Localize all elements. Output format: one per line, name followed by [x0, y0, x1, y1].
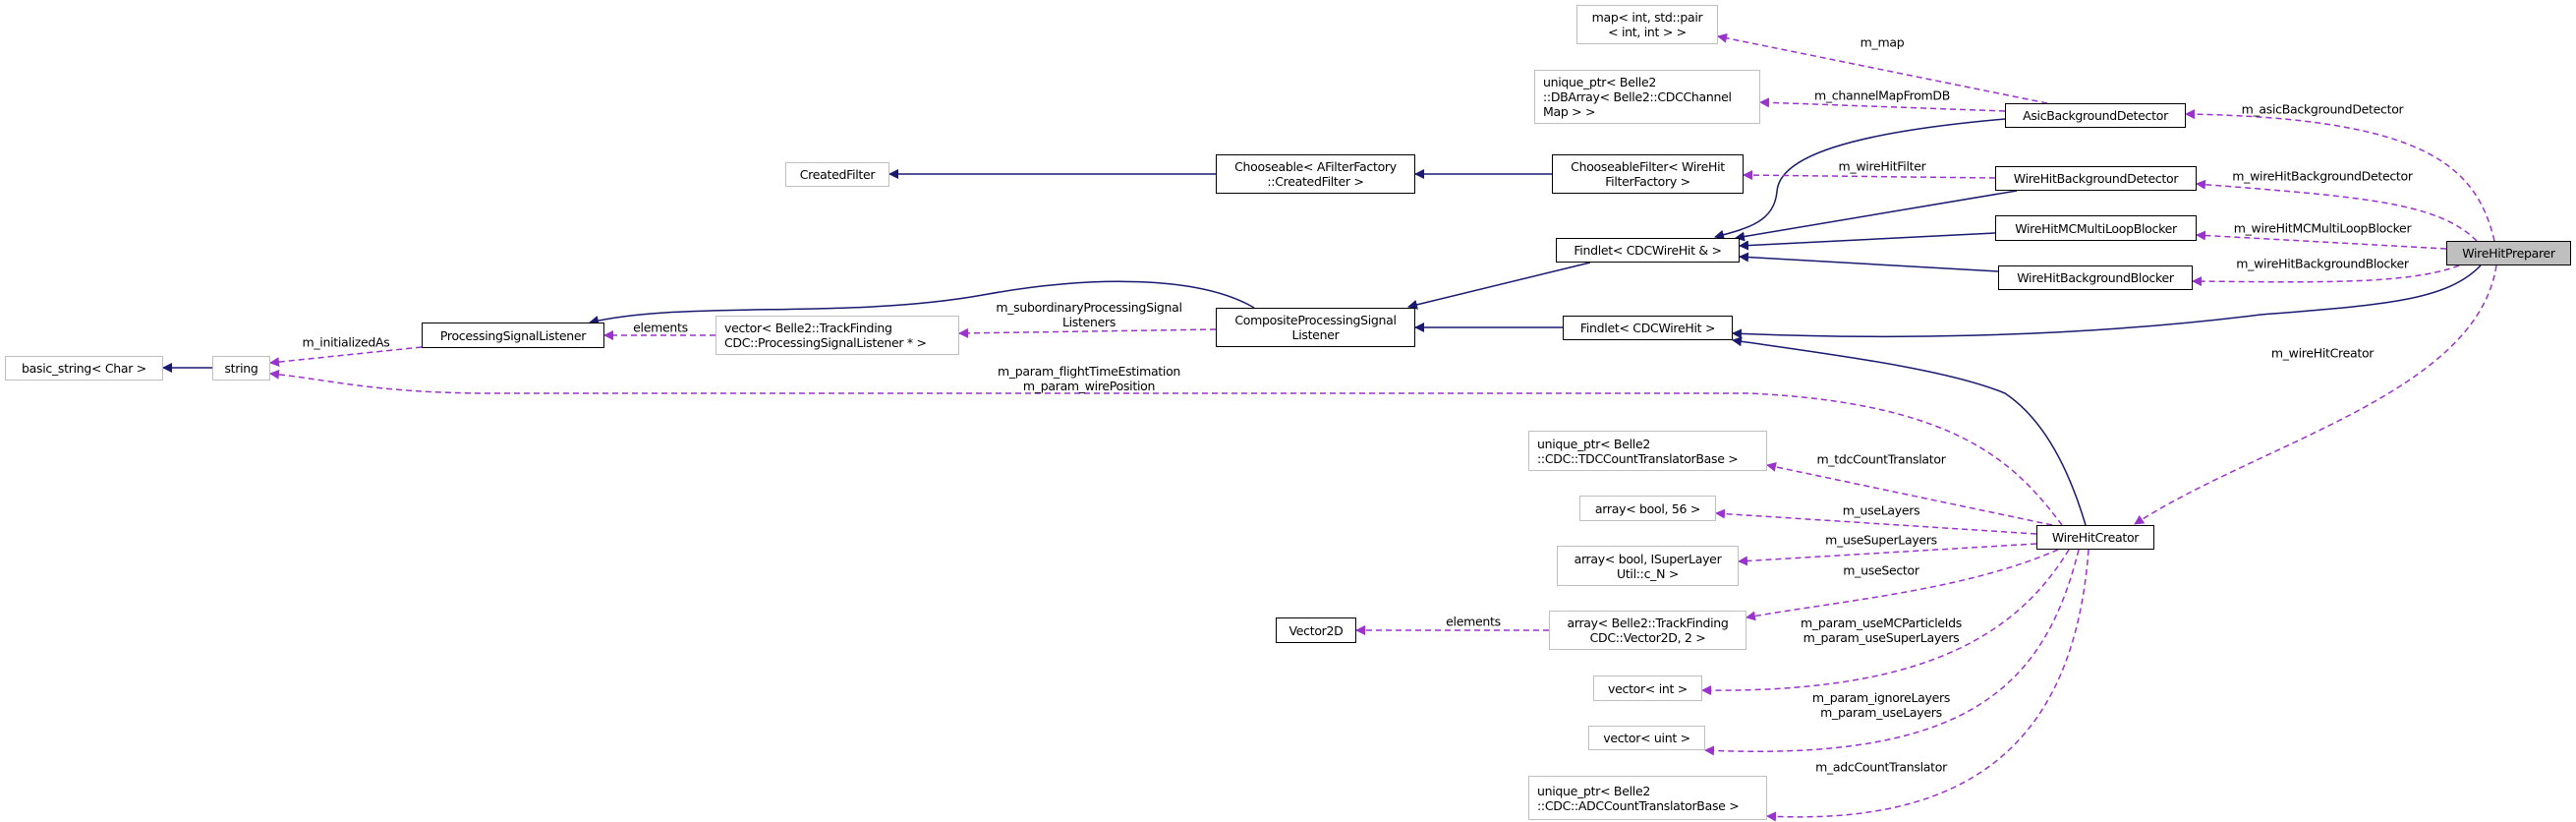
edge-preparer-mcmulti: [2196, 230, 2447, 250]
node-composite-processing-signal-listener[interactable]: CompositeProcessingSignal Listener: [1216, 308, 1415, 347]
edge-creator-vectoruint: [1704, 549, 2080, 756]
label-m-use-layers: m_useLayers: [1842, 502, 1920, 518]
node-wirehit-mc-multiloop-blocker[interactable]: WireHitMCMultiLoopBlocker: [1995, 215, 2197, 241]
edge-preparer-asic: [2185, 109, 2495, 242]
label-m-wirehit-mc-multiloop-blocker: m_wireHitMCMultiLoopBlocker: [2233, 220, 2412, 236]
label-m-wirehit-background-blocker: m_wireHitBackgroundBlocker: [2236, 256, 2409, 271]
node-asic-background-detector[interactable]: AsicBackgroundDetector: [2005, 103, 2186, 128]
edge-creator-string: [269, 369, 2063, 526]
node-wirehit-creator[interactable]: WireHitCreator: [2036, 525, 2154, 550]
label-m-initialized-as: m_initializedAs: [302, 334, 390, 350]
edge-findletref-composite: [1407, 262, 1591, 310]
node-vector-uint[interactable]: vector< uint >: [1588, 726, 1705, 750]
label-m-param-ignore-layers: m_param_ignoreLayers m_param_useLayers: [1811, 690, 1951, 720]
label-m-wirehit-background-detector: m_wireHitBackgroundDetector: [2232, 168, 2413, 184]
node-db-array[interactable]: unique_ptr< Belle2 ::DBArray< Belle2::CD…: [1534, 70, 1760, 124]
edge-composite-psl: [589, 280, 1255, 325]
edge-asic-map: [1717, 32, 2048, 104]
edge-creator-adc: [1766, 549, 2089, 822]
edge-preparer-findlet: [1732, 264, 2482, 339]
node-vector2d[interactable]: Vector2D: [1276, 617, 1356, 643]
label-elements-vector2d: elements: [1446, 614, 1501, 629]
edge-composite-vectorpsl: [958, 327, 1217, 338]
edge-creator-findlet: [1732, 336, 2087, 526]
label-m-map: m_map: [1860, 34, 1905, 50]
label-m-channel-map-from-db: m_channelMapFromDB: [1813, 88, 1951, 103]
node-created-filter[interactable]: CreatedFilter: [785, 162, 889, 187]
edge-preparer-bgblocker: [2192, 264, 2460, 287]
label-m-asic-background-detector: m_asicBackgroundDetector: [2241, 101, 2404, 117]
node-basic-string[interactable]: basic_string< Char >: [5, 356, 163, 381]
label-m-wirehit-creator: m_wireHitCreator: [2270, 345, 2375, 361]
edge-bgdetector-findletref: [1735, 190, 2018, 242]
label-elements-psl: elements: [633, 320, 688, 335]
node-adc-count-translator[interactable]: unique_ptr< Belle2 ::CDC::ADCCountTransl…: [1528, 776, 1767, 820]
node-array-bool-56[interactable]: array< bool, 56 >: [1579, 496, 1716, 521]
edge-psl-string: [269, 346, 423, 368]
label-m-subordinary-processing-signal-listeners: m_subordinaryProcessingSignal Listeners: [996, 300, 1182, 329]
edge-creator-array56: [1715, 508, 2037, 535]
node-wirehit-background-detector[interactable]: WireHitBackgroundDetector: [1995, 166, 2197, 191]
label-m-use-sector: m_useSector: [1843, 562, 1919, 578]
node-wirehit-background-blocker[interactable]: WireHitBackgroundBlocker: [1998, 265, 2193, 290]
node-processing-signal-listener[interactable]: ProcessingSignalListener: [422, 323, 604, 348]
edge-bgdetector-chooseablefilter: [1743, 170, 1996, 181]
edge-asic-dbarray: [1759, 97, 2006, 112]
node-chooseable-filter[interactable]: ChooseableFilter< WireHit FilterFactory …: [1552, 154, 1744, 194]
label-m-wirehit-filter: m_wireHitFilter: [1838, 158, 1926, 174]
edge-bgblocker-findletref: [1739, 252, 1999, 272]
edge-creator-arrayvec2d: [1746, 549, 2059, 621]
node-array-bool-isuperlayer[interactable]: array< bool, ISuperLayer Util::c_N >: [1557, 546, 1739, 586]
edge-preparer-bgdetector: [2196, 179, 2478, 242]
node-vector-int[interactable]: vector< int >: [1593, 675, 1702, 701]
label-m-param-flight-time-wire-position: m_param_flightTimeEstimation m_param_wir…: [997, 364, 1181, 393]
node-string[interactable]: string: [212, 356, 270, 381]
label-m-param-use-mc-particle-ids: m_param_useMCParticleIds m_param_useSupe…: [1800, 616, 1963, 645]
node-findlet-cdcwirehit-ref[interactable]: Findlet< CDCWireHit & >: [1556, 238, 1740, 263]
node-tdc-count-translator[interactable]: unique_ptr< Belle2 ::CDC::TDCCountTransl…: [1528, 431, 1767, 471]
edge-mcmulti-findletref: [1739, 232, 1996, 251]
edge-asic-findletref: [1714, 118, 2006, 240]
node-array-vector2d[interactable]: array< Belle2::TrackFinding CDC::Vector2…: [1549, 611, 1746, 650]
node-vector-processing-signal-listener[interactable]: vector< Belle2::TrackFinding CDC::Proces…: [716, 316, 959, 355]
label-m-adc-count-translator: m_adcCountTranslator: [1815, 759, 1947, 775]
node-map[interactable]: map< int, std::pair < int, int > >: [1576, 5, 1718, 44]
node-chooseable[interactable]: Chooseable< AFilterFactory ::CreatedFilt…: [1216, 154, 1415, 194]
node-findlet-cdcwirehit[interactable]: Findlet< CDCWireHit >: [1563, 316, 1733, 340]
edge-creator-vectorint: [1701, 549, 2070, 696]
edge-preparer-creator: [2134, 264, 2497, 525]
label-m-tdc-count-translator: m_tdcCountTranslator: [1816, 451, 1946, 467]
label-m-use-super-layers: m_useSuperLayers: [1825, 532, 1937, 548]
edge-creator-arrayisuper: [1738, 543, 2037, 566]
node-wirehit-preparer[interactable]: WireHitPreparer: [2446, 241, 2571, 265]
